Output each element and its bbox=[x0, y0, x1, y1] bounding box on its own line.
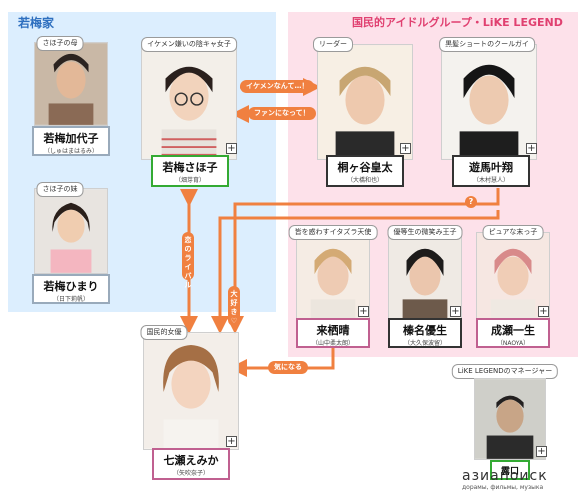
kotaro-name-box: 桐ヶ谷皇太 （大橋和也） bbox=[326, 155, 404, 187]
naruse-name: 成瀬一生 bbox=[491, 324, 535, 337]
kurusu-name-box: 来栖晴 （山中柔太朗） bbox=[296, 318, 370, 348]
kurusu-photo bbox=[296, 232, 370, 322]
naruse-role-tag: ピュアな末っ子 bbox=[482, 225, 544, 240]
himari-name: 若梅ひまり bbox=[43, 280, 99, 293]
kakeru-name-box: 遊馬叶翔 （木村慧人） bbox=[452, 155, 530, 187]
character-card-manager[interactable] bbox=[474, 378, 546, 460]
naruse-actor: （NAOYA） bbox=[496, 340, 530, 347]
kakeru-role-tag: 黒髪ショートのクールガイ bbox=[439, 37, 535, 52]
sahoko-name-box: 若梅さほ子 （畑芽育） bbox=[151, 155, 229, 187]
himari-role-tag: さほ子の妹 bbox=[36, 182, 84, 197]
relation-label-kininaru: 気になる bbox=[268, 361, 308, 374]
kurusu-actor: （山中柔太朗） bbox=[311, 340, 354, 347]
character-card-kurusu[interactable] bbox=[296, 232, 370, 322]
sahoko-name: 若梅さほ子 bbox=[162, 161, 218, 174]
haruna-role-tag: 優等生の微笑み王子 bbox=[387, 225, 463, 240]
haruna-name-box: 榛名優生 （大久保波留） bbox=[388, 318, 462, 348]
sahoko-actor: （畑芽育） bbox=[174, 177, 205, 184]
relation-label-fan: ファンになって！ bbox=[248, 107, 316, 120]
watermark: азиапоиск дорамы, фильмы, музыка bbox=[462, 468, 548, 491]
sahoko-role-tag: イケメン嫌いの陰キャ女子 bbox=[141, 37, 237, 52]
kotaro-name: 桐ヶ谷皇太 bbox=[337, 161, 393, 174]
kotaro-actor: （大橋和也） bbox=[346, 177, 383, 184]
character-card-emika[interactable] bbox=[143, 332, 239, 450]
relation-question-mark: ? bbox=[465, 196, 477, 208]
character-card-kakeru[interactable] bbox=[441, 44, 537, 160]
character-card-haruna[interactable] bbox=[388, 232, 462, 322]
himari-name-box: 若梅ひまり （日下莉帆） bbox=[32, 274, 110, 304]
kotaro-role-tag: リーダー bbox=[313, 37, 353, 52]
family-group-title: 若梅家 bbox=[18, 16, 55, 30]
idol-group-title: 国民的アイドルグループ・LiKE LEGEND bbox=[352, 16, 563, 29]
relation-label-rival: 恋のライバル bbox=[182, 232, 194, 289]
emika-actor: （矢吹奈子） bbox=[172, 470, 209, 477]
haruna-actor: （大久保波留） bbox=[403, 340, 446, 347]
kotaro-expand-plus-icon[interactable]: + bbox=[400, 143, 411, 154]
manager-role-tag: LiKE LEGENDのマネージャー bbox=[451, 364, 559, 379]
himari-actor: （日下莉帆） bbox=[52, 296, 89, 303]
kakeru-actor: （木村慧人） bbox=[472, 177, 509, 184]
haruna-name: 榛名優生 bbox=[403, 324, 447, 337]
kakeru-photo bbox=[441, 44, 537, 160]
emika-name-box: 七瀬えみか （矢吹奈子） bbox=[152, 448, 230, 480]
naruse-photo bbox=[476, 232, 550, 322]
watermark-subtitle: дорамы, фильмы, музыка bbox=[462, 484, 544, 491]
manager-name: 露口 bbox=[500, 467, 519, 477]
kayoko-actor: （しゅはまはるみ） bbox=[43, 148, 98, 155]
kayoko-photo bbox=[34, 42, 108, 126]
haruna-photo bbox=[388, 232, 462, 322]
kurusu-name: 来栖晴 bbox=[316, 324, 350, 337]
himari-photo bbox=[34, 188, 108, 274]
kotaro-photo bbox=[317, 44, 413, 160]
naruse-expand-plus-icon[interactable]: + bbox=[538, 306, 549, 317]
kayoko-name-box: 若梅加代子 （しゅはまはるみ） bbox=[32, 126, 110, 156]
emika-expand-plus-icon[interactable]: + bbox=[226, 436, 237, 447]
relation-label-ikemen: イケメンなんて…！ bbox=[240, 80, 315, 93]
watermark-title: азиапоиск bbox=[462, 468, 548, 484]
relation-label-daisuki: 大好き♡ bbox=[228, 286, 240, 326]
manager-expand-plus-icon[interactable]: + bbox=[536, 446, 547, 457]
haruna-expand-plus-icon[interactable]: + bbox=[450, 306, 461, 317]
kakeru-expand-plus-icon[interactable]: + bbox=[526, 143, 537, 154]
sahoko-photo bbox=[141, 44, 237, 160]
emika-role-tag: 国民的女優 bbox=[140, 325, 188, 340]
character-card-himari[interactable] bbox=[34, 188, 108, 274]
kakeru-name: 遊馬叶翔 bbox=[469, 161, 513, 174]
manager-name-box: 露口 bbox=[490, 460, 530, 480]
emika-photo bbox=[143, 332, 239, 450]
kayoko-name: 若梅加代子 bbox=[43, 132, 99, 145]
character-card-sahoko[interactable] bbox=[141, 44, 237, 160]
character-card-kayoko[interactable] bbox=[34, 42, 108, 126]
kurusu-role-tag: 皆を惑わすイタズラ天使 bbox=[288, 225, 378, 240]
manager-photo bbox=[474, 378, 546, 460]
sahoko-expand-plus-icon[interactable]: + bbox=[226, 143, 237, 154]
emika-name: 七瀬えみか bbox=[163, 454, 219, 467]
character-card-kotaro[interactable] bbox=[317, 44, 413, 160]
character-card-naruse[interactable] bbox=[476, 232, 550, 322]
kayoko-role-tag: さほ子の母 bbox=[36, 36, 84, 51]
kurusu-expand-plus-icon[interactable]: + bbox=[358, 306, 369, 317]
naruse-name-box: 成瀬一生 （NAOYA） bbox=[476, 318, 550, 348]
